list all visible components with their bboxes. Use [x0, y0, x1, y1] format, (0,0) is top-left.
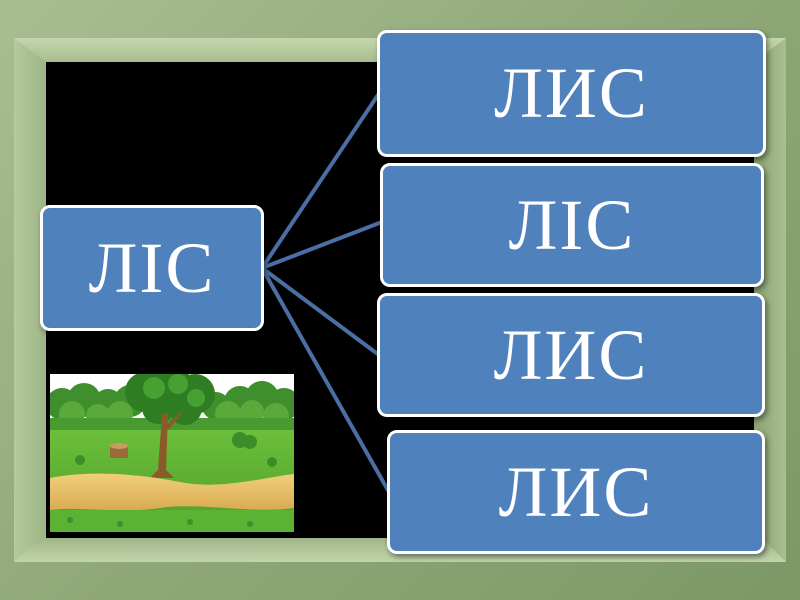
option-label-3: ЛИС [493, 314, 649, 395]
option-label-2: ЛІС [508, 184, 636, 265]
option-box-2[interactable]: ЛІС [380, 163, 764, 287]
option-box-1[interactable]: ЛИС [377, 30, 766, 157]
option-label-4: ЛИС [498, 451, 654, 532]
option-label-1: ЛИС [494, 53, 649, 133]
source-word-box: ЛІС [40, 205, 264, 331]
option-box-4[interactable]: ЛИС [387, 430, 765, 554]
forest-illustration-icon [46, 364, 300, 532]
source-word: ЛІС [88, 227, 216, 308]
forest-picture [46, 364, 300, 532]
option-box-3[interactable]: ЛИС [377, 293, 765, 417]
